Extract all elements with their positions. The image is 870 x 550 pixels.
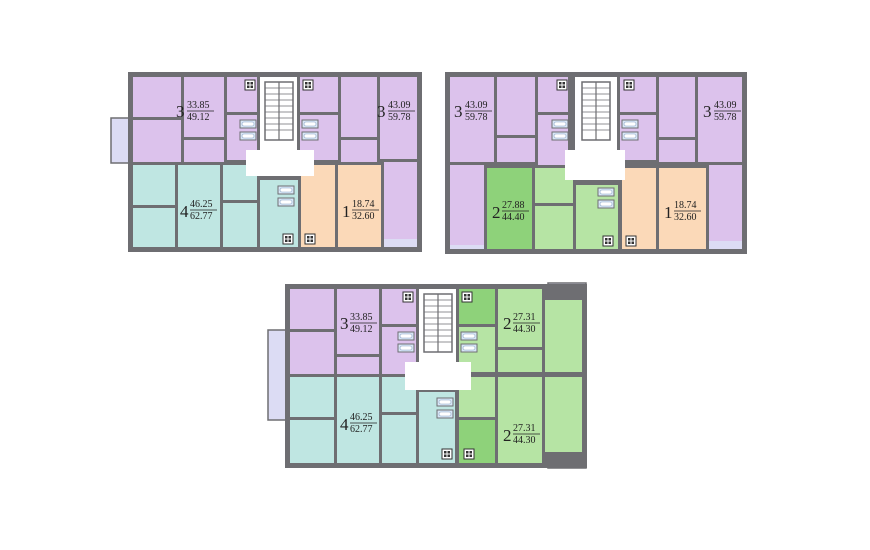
room-count: 4 bbox=[340, 415, 349, 434]
total-area: 49.12 bbox=[187, 112, 210, 123]
apartment-bottom-right-1 bbox=[301, 165, 381, 247]
room-count: 3 bbox=[340, 314, 349, 333]
total-area: 32.60 bbox=[674, 212, 697, 223]
total-area: 59.78 bbox=[465, 112, 488, 123]
apartment-bottom-left-2 bbox=[487, 168, 618, 249]
unit-label: 4 46.25 62.77 bbox=[180, 199, 217, 222]
living-area: 27.31 bbox=[513, 423, 536, 434]
floor-plan-2: 3 43.09 59.78 3 43.09 59.78 2 27.88 44.4… bbox=[445, 72, 747, 254]
total-area: 44.30 bbox=[513, 435, 536, 446]
total-area: 62.77 bbox=[350, 424, 373, 435]
room-count: 3 bbox=[454, 102, 463, 121]
living-area: 33.85 bbox=[187, 100, 210, 111]
unit-label: 2 27.88 44.40 bbox=[492, 200, 529, 223]
living-area: 27.31 bbox=[513, 312, 536, 323]
room-count: 1 bbox=[342, 202, 351, 221]
living-area: 27.88 bbox=[502, 200, 525, 211]
unit-label: 3 33.85 49.12 bbox=[340, 312, 377, 335]
floor-plan-1: 3 33.85 49.12 3 43.09 59.78 4 46.25 62.7… bbox=[110, 72, 422, 252]
total-area: 59.78 bbox=[388, 112, 411, 123]
apartment-top-left bbox=[290, 289, 416, 374]
total-area: 32.60 bbox=[352, 211, 375, 222]
living-area: 46.25 bbox=[190, 199, 213, 210]
room-count: 1 bbox=[664, 203, 673, 222]
unit-label: 2 27.31 44.30 bbox=[503, 423, 540, 446]
apartment-bottom-left bbox=[290, 377, 455, 463]
room-count: 2 bbox=[503, 426, 512, 445]
unit-label: 3 43.09 59.78 bbox=[377, 100, 415, 123]
unit-label: 1 18.74 32.60 bbox=[342, 199, 379, 222]
total-area: 59.78 bbox=[714, 112, 737, 123]
room-count: 2 bbox=[492, 203, 501, 222]
unit-label: 2 27.31 44.30 bbox=[503, 312, 540, 335]
room-count: 3 bbox=[703, 102, 712, 121]
unit-label: 3 43.09 59.78 bbox=[454, 100, 492, 123]
unit-label: 3 33.85 49.12 bbox=[176, 100, 214, 123]
living-area: 43.09 bbox=[465, 100, 488, 111]
total-area: 49.12 bbox=[350, 324, 373, 335]
living-area: 33.85 bbox=[350, 312, 373, 323]
living-area: 43.09 bbox=[388, 100, 411, 111]
apartment-bottom-right-1 bbox=[622, 168, 706, 249]
apartment-bottom-right-2 bbox=[459, 377, 582, 463]
apartment-bottom-left bbox=[133, 165, 298, 247]
floor-plan-3: 3 33.85 49.12 2 27.31 44.30 4 46.25 62.7… bbox=[267, 282, 587, 469]
total-area: 62.77 bbox=[190, 211, 213, 222]
room-count: 4 bbox=[180, 202, 189, 221]
living-area: 18.74 bbox=[674, 200, 697, 211]
unit-label: 3 43.09 59.78 bbox=[703, 100, 741, 123]
living-area: 43.09 bbox=[714, 100, 737, 111]
total-area: 44.30 bbox=[513, 324, 536, 335]
unit-label: 4 46.25 62.77 bbox=[340, 412, 377, 435]
room-count: 2 bbox=[503, 314, 512, 333]
unit-label: 1 18.74 32.60 bbox=[664, 200, 701, 223]
total-area: 44.40 bbox=[502, 212, 525, 223]
living-area: 46.25 bbox=[350, 412, 373, 423]
room-count: 3 bbox=[377, 102, 386, 121]
room-count: 3 bbox=[176, 102, 185, 121]
living-area: 18.74 bbox=[352, 199, 375, 210]
